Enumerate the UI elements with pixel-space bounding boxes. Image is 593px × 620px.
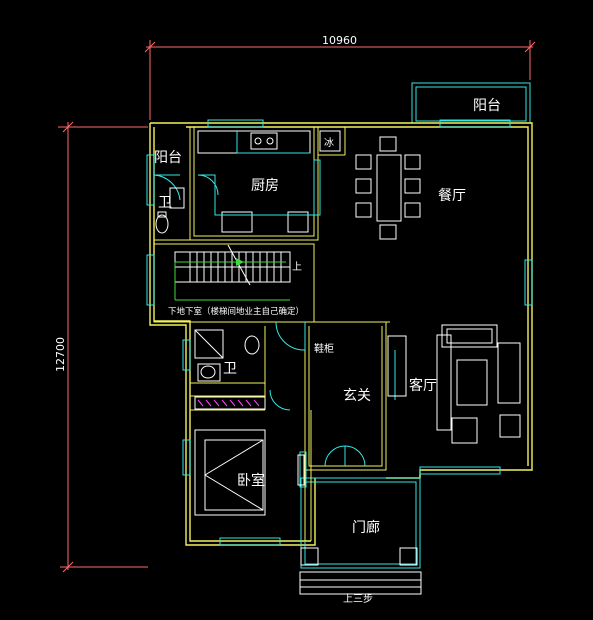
- kitchen-fixtures: [197, 130, 341, 233]
- exterior-walls: [149, 82, 533, 595]
- foyer-label: 玄关: [343, 387, 371, 404]
- windows: [146, 119, 533, 546]
- kitchen-label: 厨房: [251, 178, 279, 194]
- lower-wc-fixtures: [194, 329, 260, 382]
- dimension-lines: [58, 40, 536, 573]
- dining-table-set: [355, 136, 421, 240]
- living-label: 客厅: [409, 377, 437, 394]
- bedroom-furniture: [194, 396, 305, 516]
- staircase: [174, 244, 291, 301]
- dining-label: 餐厅: [438, 188, 466, 204]
- bedroom-label: 卧室: [237, 472, 265, 489]
- wc-upper-label: 卫: [158, 195, 172, 211]
- upper-wc-fixtures: [155, 187, 185, 234]
- shoe-cabinet-label: 鞋柜: [314, 342, 334, 355]
- doors: [153, 174, 396, 467]
- stair-up-label: 上: [292, 261, 302, 273]
- living-room-sofa-set: [387, 324, 521, 444]
- width-dimension-label: 10960: [322, 34, 357, 47]
- steps-note: 上三步: [343, 593, 373, 605]
- wc-lower-label: 卫: [223, 361, 237, 377]
- balcony-right-label: 阳台: [473, 98, 501, 114]
- fridge-label: 冰: [324, 136, 334, 149]
- balcony-left-label: 阳台: [154, 150, 182, 166]
- height-dimension-label: 12700: [54, 337, 67, 372]
- porch-label: 门廊: [352, 519, 380, 536]
- basement-note: 下地下室（楼梯间地业主自己确定）: [168, 306, 304, 317]
